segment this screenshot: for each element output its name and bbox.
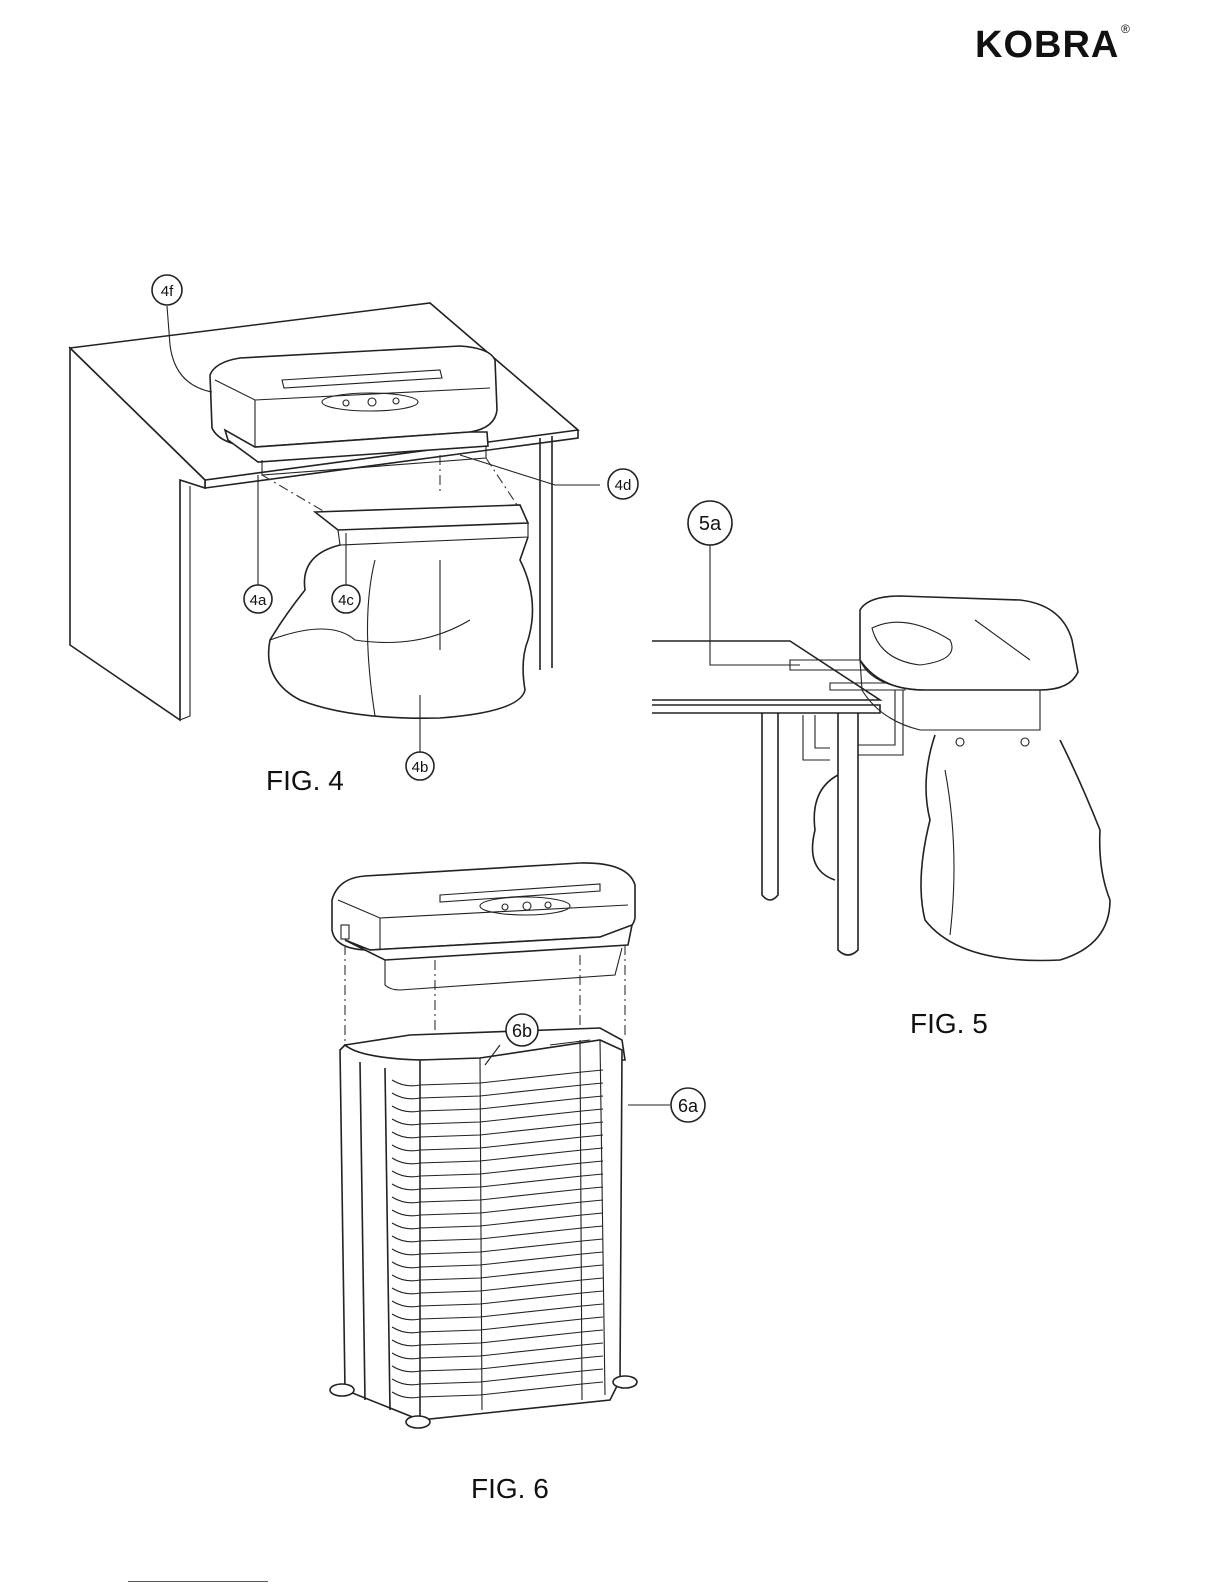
callout-4b: 4b (406, 752, 434, 780)
callout-5a-label: 5a (699, 513, 722, 535)
callout-4f: 4f (152, 275, 182, 305)
fig5-illustration (652, 545, 1110, 961)
footer-link-underline (128, 1581, 268, 1582)
callout-4d: 4d (608, 469, 638, 499)
callout-4c-label: 4c (338, 592, 354, 609)
callout-6a-label: 6a (678, 1096, 699, 1116)
fig4-caption: FIG. 4 (266, 765, 344, 797)
fig6-caption: FIG. 6 (471, 1473, 549, 1505)
fig5-caption: FIG. 5 (910, 1008, 988, 1040)
callout-4a: 4a (244, 585, 272, 613)
callout-6b-label: 6b (512, 1021, 532, 1041)
callout-5a: 5a (688, 501, 732, 545)
callout-6a: 6a (671, 1088, 705, 1122)
callout-4f-label: 4f (161, 283, 174, 300)
callout-4b-label: 4b (412, 759, 429, 776)
callout-4c: 4c (332, 585, 360, 613)
callout-4d-label: 4d (615, 477, 632, 494)
callout-4a-label: 4a (250, 592, 267, 609)
callout-6b: 6b (506, 1014, 538, 1046)
fig6-illustration (330, 863, 670, 1428)
fig4-illustration (70, 303, 600, 752)
